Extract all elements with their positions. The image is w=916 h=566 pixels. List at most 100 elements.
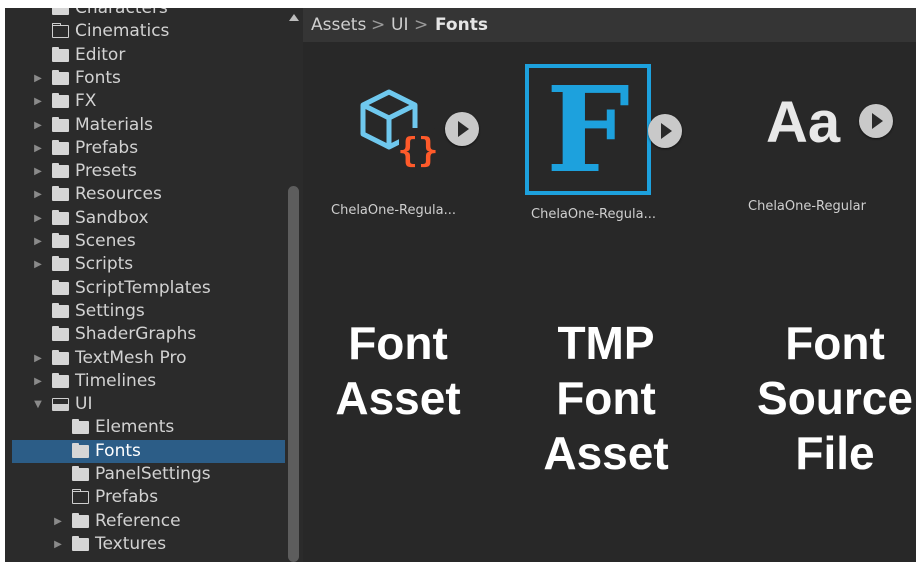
folder-icon [52,186,69,202]
collapse-arrow-icon[interactable]: ▶ [34,352,42,364]
asset-name[interactable]: ChelaOne-Regular [748,199,866,214]
scroll-up-arrow-icon[interactable] [289,14,299,21]
tree-item-textmesh-pro[interactable]: ▶ TextMesh Pro [5,347,285,370]
collapse-arrow-icon[interactable]: ▶ [34,142,42,154]
scroll-thumb[interactable] [288,186,299,562]
caption-line: Font [556,372,656,424]
breadcrumb-ui[interactable]: UI [391,15,409,35]
tree-item-fonts[interactable]: Fonts [12,439,285,463]
breadcrumb-separator: > [414,15,429,35]
tree-item-label: Cinematics [75,21,170,42]
tree-item-label: UI [75,394,93,415]
expand-arrow-icon[interactable]: ▼ [34,399,42,411]
tree-item-editor[interactable]: Editor [5,44,285,67]
tree-item-label: Editor [75,44,126,65]
tree-item-materials[interactable]: ▶ Materials [5,114,285,137]
folder-icon [52,233,69,248]
caption-font-asset: Font Asset [313,316,483,426]
breadcrumb: Assets > UI > Fonts [303,8,916,42]
tree-item-timelines[interactable]: ▶ Timelines [5,370,285,393]
tree-item-textures[interactable]: ▶ Textures [5,533,285,556]
tree-item-prefabs[interactable]: Prefabs [5,486,285,509]
play-icon[interactable] [859,104,893,138]
folder-icon [52,8,69,15]
tree-item-settings[interactable]: Settings [5,300,285,323]
tree-item-scripttemplates[interactable]: ScriptTemplates [5,277,285,300]
tree-item-label: Presets [75,161,137,182]
folder-icon [52,69,69,85]
collapse-arrow-icon[interactable]: ▶ [34,96,42,108]
play-icon[interactable] [648,114,682,148]
folder-icon [72,512,89,528]
caption-line: TMP [557,317,655,369]
folder-icon [52,116,69,132]
tree-item-resources[interactable]: ▶Resources [5,183,285,206]
tree-item-label: TextMesh Pro [75,347,187,368]
tree-item-label: Elements [95,417,175,438]
collapse-arrow-icon[interactable]: ▶ [34,189,42,201]
tree-item-characters[interactable]: Characters [5,8,285,20]
tree-item-cinematics[interactable]: Cinematics [5,20,285,43]
tree-item-label: Fonts [95,440,141,461]
tree-scrollbar[interactable] [286,8,303,562]
collapse-arrow-icon[interactable]: ▶ [54,515,62,527]
breadcrumb-assets[interactable]: Assets [311,15,367,35]
tree-item-scripts[interactable]: ▶ Scripts [5,253,285,276]
tree-item-label: Scripts [75,254,134,275]
tree-item-label: Timelines [75,370,157,391]
collapse-arrow-icon[interactable]: ▶ [54,538,62,550]
tree-item-label: PanelSettings [95,464,211,484]
tree-item-label: Reference [95,510,181,531]
collapse-arrow-icon[interactable]: ▶ [34,212,42,224]
tree-item-fx[interactable]: ▶FX [5,90,285,113]
folder-icon [52,302,69,318]
folder-icon [72,466,89,481]
tree-item-label: Prefabs [95,487,159,508]
folder-icon [52,326,69,342]
tree-item-label: Materials [75,114,153,135]
collapse-arrow-icon[interactable]: ▶ [34,119,42,131]
collapse-arrow-icon[interactable]: ▶ [34,375,42,387]
collapse-arrow-icon[interactable]: ▶ [34,236,42,247]
collapse-arrow-icon[interactable]: ▶ [34,166,42,178]
caption-line: Source [757,372,913,424]
tree-item-presets[interactable]: ▶ Presets [5,160,285,183]
asset-grid[interactable]: Assets > UI > Fonts {} ChelaOne-Regula..… [303,8,916,562]
folder-icon [52,372,69,388]
tree-item-ui[interactable]: ▼ UI [5,393,285,416]
tree-item-label: ShaderGraphs [75,324,197,345]
caption-line: Font [348,317,448,369]
folder-icon [52,163,69,179]
tmp-font-asset-icon: F [546,60,630,199]
collapse-arrow-icon[interactable]: ▶ [34,72,42,84]
tree-item-prefabs[interactable]: ▶Prefabs [5,137,285,160]
breadcrumb-separator: > [371,15,386,35]
open-folder-icon [52,398,69,412]
folder-icon [72,419,89,435]
svg-text:{}: {} [398,131,439,171]
play-icon[interactable] [445,112,479,146]
caption-line: Asset [543,427,669,479]
folder-icon [52,93,69,109]
tree-item-reference[interactable]: ▶ Reference [5,510,285,533]
folder-icon [52,279,69,295]
tree-item-elements[interactable]: Elements [5,416,285,439]
caption-font-source-file: Font Source File [740,316,916,481]
tree-item-panelsettings[interactable]: PanelSettings [5,463,285,486]
folder-icon [52,139,69,155]
tree-item-fonts[interactable]: ▶ Fonts [5,67,285,90]
caption-line: File [795,427,875,479]
tree-item-sandbox[interactable]: ▶Sandbox [5,207,285,230]
collapse-arrow-icon[interactable]: ▶ [34,259,42,271]
tree-item-shadergraphs[interactable]: ShaderGraphs [5,323,285,346]
tree-item-label: Settings [75,300,145,321]
asset-tile-font-asset[interactable]: {} ChelaOne-Regula... [327,68,479,233]
tree-item-label: Textures [95,533,167,554]
tree-item-scenes[interactable]: ▶Scenes [5,230,285,253]
tree-item-label: Fonts [75,67,121,88]
asset-name[interactable]: ChelaOne-Regula... [531,207,656,222]
folder-icon [72,535,89,551]
caption-line: Font [785,317,885,369]
